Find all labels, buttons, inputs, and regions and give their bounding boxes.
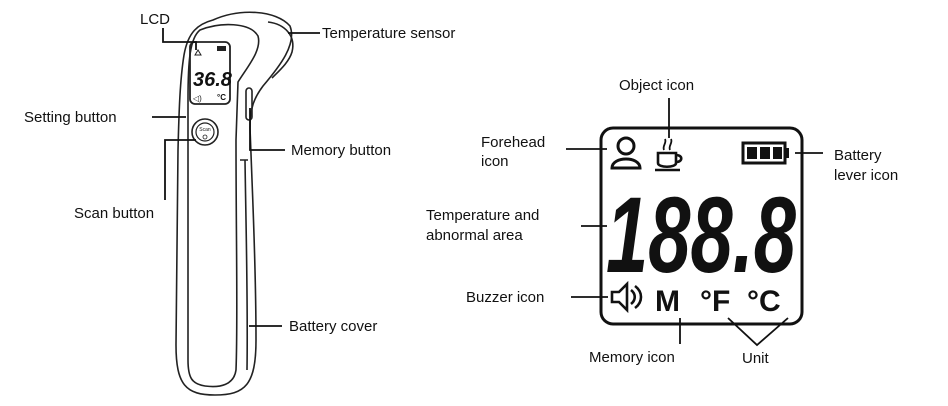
memory-button-shape <box>245 87 253 121</box>
battery-cover-seam <box>240 159 249 371</box>
lcd-unit: °C <box>217 93 226 102</box>
lcd-screen-frame <box>189 41 231 105</box>
label-temperature-area-2: abnormal area <box>426 227 523 244</box>
thermometer-body-outline <box>175 11 293 396</box>
forehead-icon <box>610 136 642 170</box>
lcd-contents: 36.8 ◁) °C <box>192 46 233 103</box>
label-battery-icon-1: Battery <box>834 147 882 164</box>
leader-scan-button <box>164 139 196 200</box>
label-battery-cover: Battery cover <box>289 318 377 335</box>
buzzer-icon <box>610 280 643 314</box>
leader-memory-button <box>249 108 285 151</box>
object-icon <box>655 138 683 172</box>
front-panel-outline <box>187 23 260 388</box>
label-forehead-icon-1: Forehead <box>481 134 545 151</box>
label-unit: Unit <box>742 350 770 367</box>
label-memory-button: Memory button <box>291 142 391 159</box>
label-lcd: LCD <box>140 11 170 28</box>
label-forehead-icon-2: icon <box>481 153 509 170</box>
label-temperature-sensor: Temperature sensor <box>322 25 455 42</box>
scan-button-inner <box>195 122 215 142</box>
lcd-speaker-icon: ◁) <box>192 94 202 103</box>
label-setting-button: Setting button <box>24 109 117 126</box>
label-object-icon: Object icon <box>619 77 694 94</box>
leader-lcd <box>162 28 197 50</box>
lcd-reading: 36.8 <box>193 69 233 91</box>
left-leader-lines <box>152 28 320 327</box>
label-temperature-area-1: Temperature and <box>426 207 539 224</box>
celsius-symbol: °C <box>747 285 781 318</box>
label-memory-icon: Memory icon <box>589 349 675 366</box>
lcd-big-digits: 188.8 <box>606 174 796 295</box>
label-buzzer-icon: Buzzer icon <box>466 289 544 306</box>
thermometer-device <box>175 11 294 396</box>
battery-lever-icon <box>741 141 789 165</box>
label-battery-icon-2: lever icon <box>834 167 898 184</box>
fahrenheit-symbol: °F <box>700 285 730 318</box>
scan-button-outer <box>191 118 219 146</box>
memory-symbol: M <box>655 285 680 318</box>
leader-unit <box>727 317 789 347</box>
scan-button-text: Scan <box>199 127 211 133</box>
power-icon <box>202 134 208 140</box>
lcd-battery-icon <box>217 46 226 51</box>
right-leader-lines <box>566 98 823 347</box>
lcd-person-icon <box>194 49 202 56</box>
label-scan-button: Scan button <box>74 205 154 222</box>
sensor-head-tip <box>267 21 294 79</box>
